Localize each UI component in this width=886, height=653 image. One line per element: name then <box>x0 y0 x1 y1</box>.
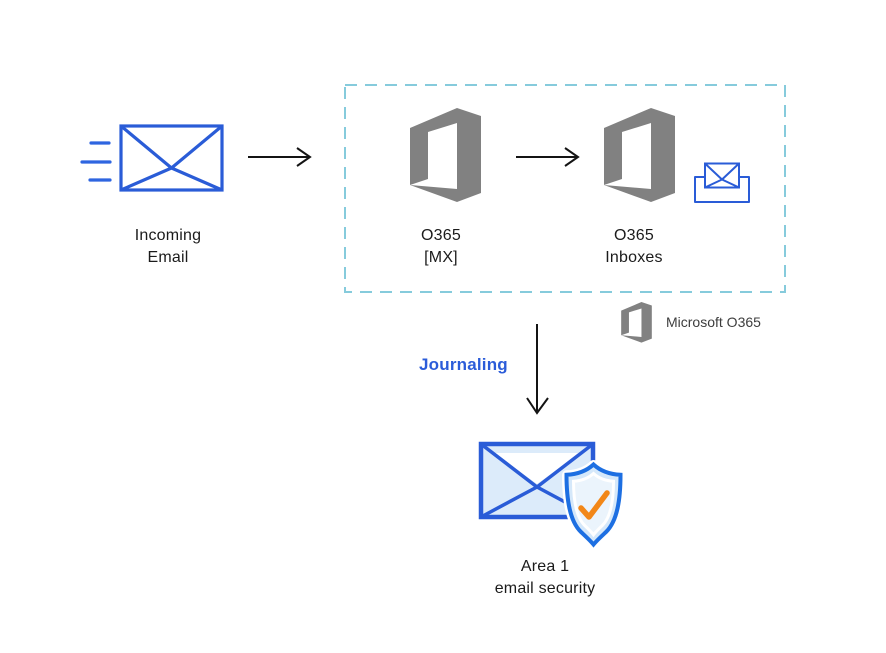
journaling-label: Journaling <box>419 355 508 374</box>
office365-logo-icon <box>604 108 675 202</box>
o365-inboxes-label: O365 Inboxes <box>605 227 663 266</box>
envelope-outline <box>119 124 224 192</box>
area1-email-security-label: Area 1 email security <box>494 558 596 597</box>
check-icon <box>578 490 610 520</box>
office365-logo-icon <box>410 108 481 202</box>
arrow-right-icon <box>516 147 580 167</box>
arrow-right-icon <box>248 147 312 167</box>
envelope-shield-check-icon <box>478 441 625 549</box>
arrow-down-icon <box>526 324 549 415</box>
speed-lines <box>80 141 112 182</box>
office365-logo-icon <box>621 302 652 343</box>
envelope-outline <box>704 162 740 189</box>
o365-group-box <box>344 84 786 293</box>
shield-inner <box>571 471 616 538</box>
o365-mx-label: O365 [MX] <box>421 227 461 266</box>
incoming-email-label: Incoming Email <box>134 227 202 266</box>
inbox-tray-envelope-icon <box>694 162 750 203</box>
legend-microsoft-o365-label: Microsoft O365 <box>666 314 761 330</box>
shield-check <box>562 460 625 549</box>
speed-envelope-icon <box>80 124 224 192</box>
